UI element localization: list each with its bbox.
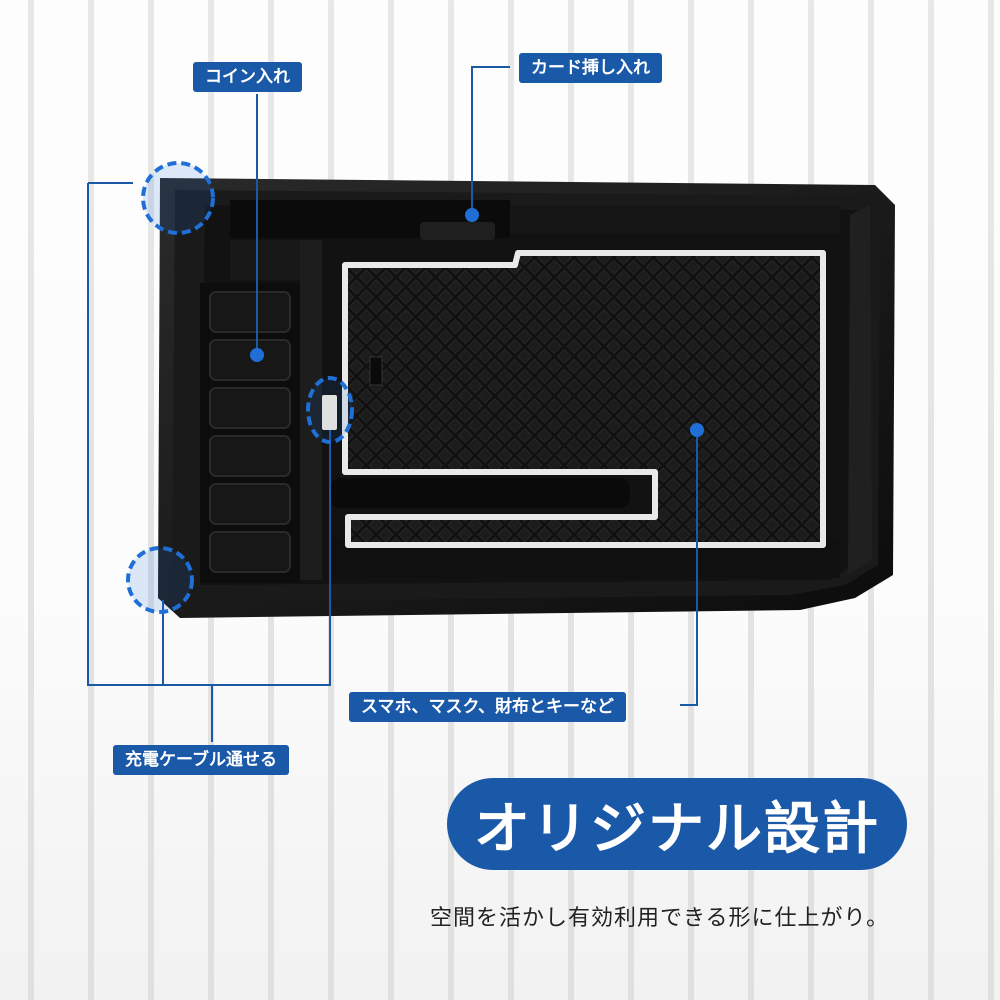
label-card: カード挿し入れ xyxy=(519,53,662,84)
marker-circles xyxy=(126,161,354,614)
leader-lines xyxy=(87,66,698,742)
label-cable: 充電ケーブル通せる xyxy=(113,745,289,776)
caption-text: 空間を活かし有効利用できる形に仕上がり。 xyxy=(430,906,890,931)
label-coin: コイン入れ xyxy=(193,62,302,93)
label-phone: スマホ、マスク、財布とキーなど xyxy=(349,692,626,723)
marker-dots xyxy=(250,208,704,437)
rubber-mat xyxy=(342,250,826,548)
design-banner: オリジナル設計 xyxy=(447,778,907,870)
